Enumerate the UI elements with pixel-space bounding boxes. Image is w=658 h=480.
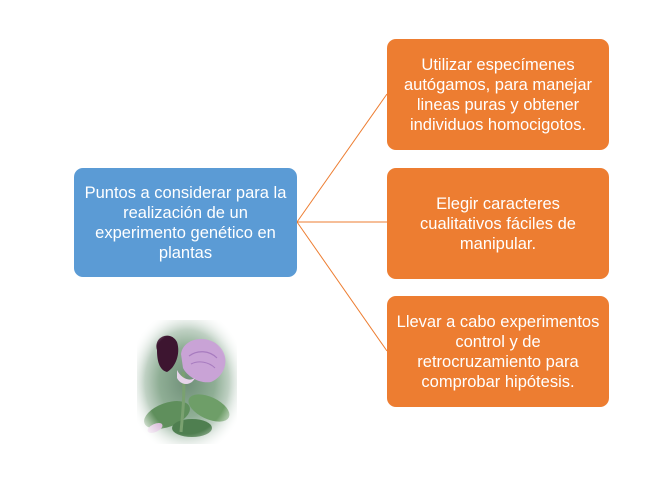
branch-node-1-text: Utilizar especímenes autógamos, para man… (403, 55, 593, 134)
branch-node-2-text: Elegir caracteres cualitativos fáciles d… (420, 194, 576, 253)
connector-line-3 (296, 221, 388, 352)
branch-node-3-text: Llevar a cabo experimentos control y de … (396, 312, 600, 391)
branch-node-2: Elegir caracteres cualitativos fáciles d… (387, 168, 609, 279)
pea-flower-photo (137, 320, 237, 444)
root-node-text: Puntos a considerar para la realización … (84, 183, 287, 262)
connector-line-1 (296, 93, 388, 223)
branch-node-3: Llevar a cabo experimentos control y de … (387, 296, 609, 407)
root-node: Puntos a considerar para la realización … (74, 168, 297, 277)
branch-node-1: Utilizar especímenes autógamos, para man… (387, 39, 609, 150)
